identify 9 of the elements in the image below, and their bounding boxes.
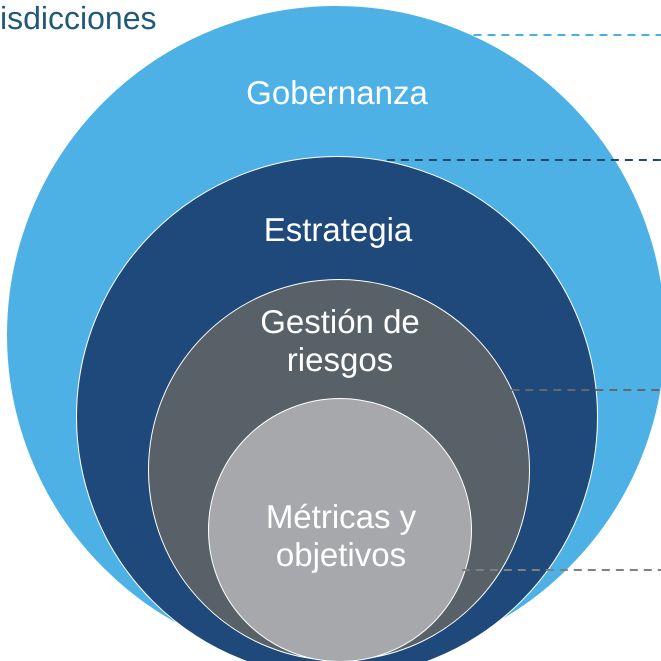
circle-label: Gestión de riesgos xyxy=(259,303,421,379)
circle-label: Estrategia xyxy=(262,211,414,249)
heading-text: isdicciones xyxy=(0,0,157,36)
leader-line xyxy=(386,159,661,161)
leader-line xyxy=(473,34,661,36)
leader-line xyxy=(462,569,661,571)
leader-line xyxy=(511,389,661,391)
circle-label: Gobernanza xyxy=(245,74,429,112)
circle-label: Métricas y objetivos xyxy=(264,498,418,574)
